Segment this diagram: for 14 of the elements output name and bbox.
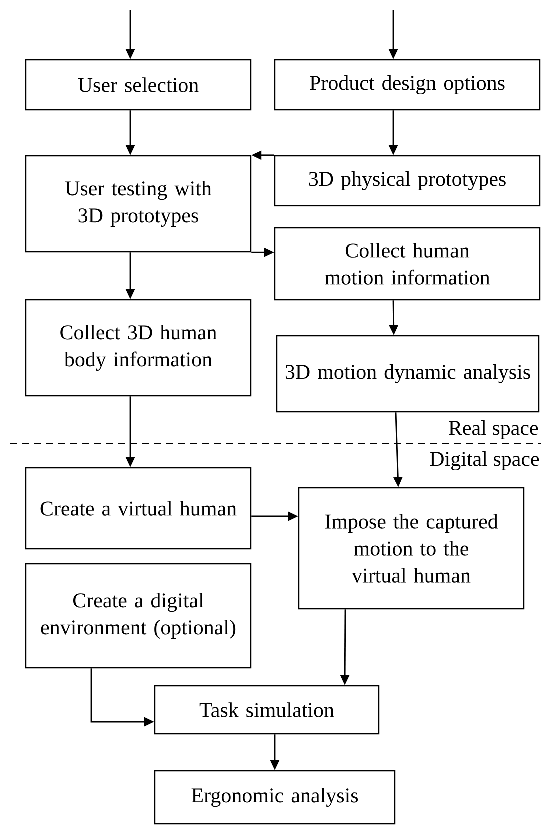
process-box: Task simulation xyxy=(154,685,380,735)
process-box: Impose the captured motion to the virtual human xyxy=(298,487,525,610)
process-box: Product design options xyxy=(274,59,541,111)
process-box: Ergonomic analysis xyxy=(154,770,396,825)
process-box: 3D physical prototypes xyxy=(274,155,541,207)
process-box: Collect 3D human body information xyxy=(25,299,252,397)
region-label: Real space xyxy=(449,420,538,440)
process-box: Create a digital environment (optional) xyxy=(25,563,252,669)
region-label: Digital space xyxy=(430,451,540,471)
process-box: 3D motion dynamic analysis xyxy=(276,335,540,413)
process-box: Create a virtual human xyxy=(25,467,252,550)
process-box: Collect human motion information xyxy=(274,227,541,301)
process-box: User selection xyxy=(25,59,252,111)
process-box: User testing with 3D prototypes xyxy=(25,155,252,253)
